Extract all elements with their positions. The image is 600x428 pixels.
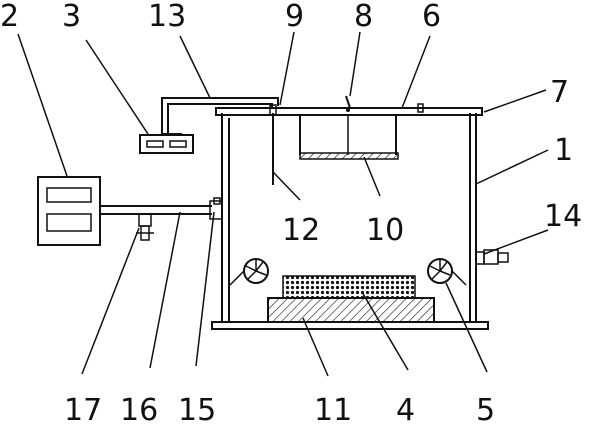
probe-8	[345, 95, 351, 112]
valve-17	[136, 213, 154, 241]
label-7: 7	[550, 75, 569, 110]
label-10: 10	[366, 213, 404, 248]
label-6: 6	[422, 0, 441, 34]
fitting-14	[475, 249, 509, 265]
chamber-body	[211, 113, 489, 330]
label-3: 3	[62, 0, 81, 34]
label-11: 11	[314, 393, 352, 428]
label-14: 14	[544, 199, 582, 234]
label-4: 4	[396, 393, 415, 428]
label-17: 17	[64, 393, 102, 428]
controller-3	[139, 134, 194, 154]
number-labels: 2 3 13 9 8 6 7 1 14 12 10 17 16 15 11 4 …	[0, 0, 582, 428]
heating-platform-11	[267, 297, 435, 323]
fan-right	[427, 258, 467, 286]
label-13: 13	[148, 0, 186, 34]
control-box-2	[37, 176, 101, 246]
pipe-16	[100, 197, 223, 220]
label-15: 15	[178, 393, 216, 428]
label-12: 12	[282, 213, 320, 248]
label-1: 1	[554, 133, 573, 168]
label-16: 16	[120, 393, 158, 428]
label-8: 8	[354, 0, 373, 34]
label-5: 5	[476, 393, 495, 428]
label-9: 9	[285, 0, 304, 34]
hanging-container	[299, 115, 399, 160]
label-2: 2	[0, 0, 19, 34]
fan-left	[229, 258, 269, 286]
material-bed-4	[282, 275, 416, 299]
leader-lines	[17, 31, 549, 377]
